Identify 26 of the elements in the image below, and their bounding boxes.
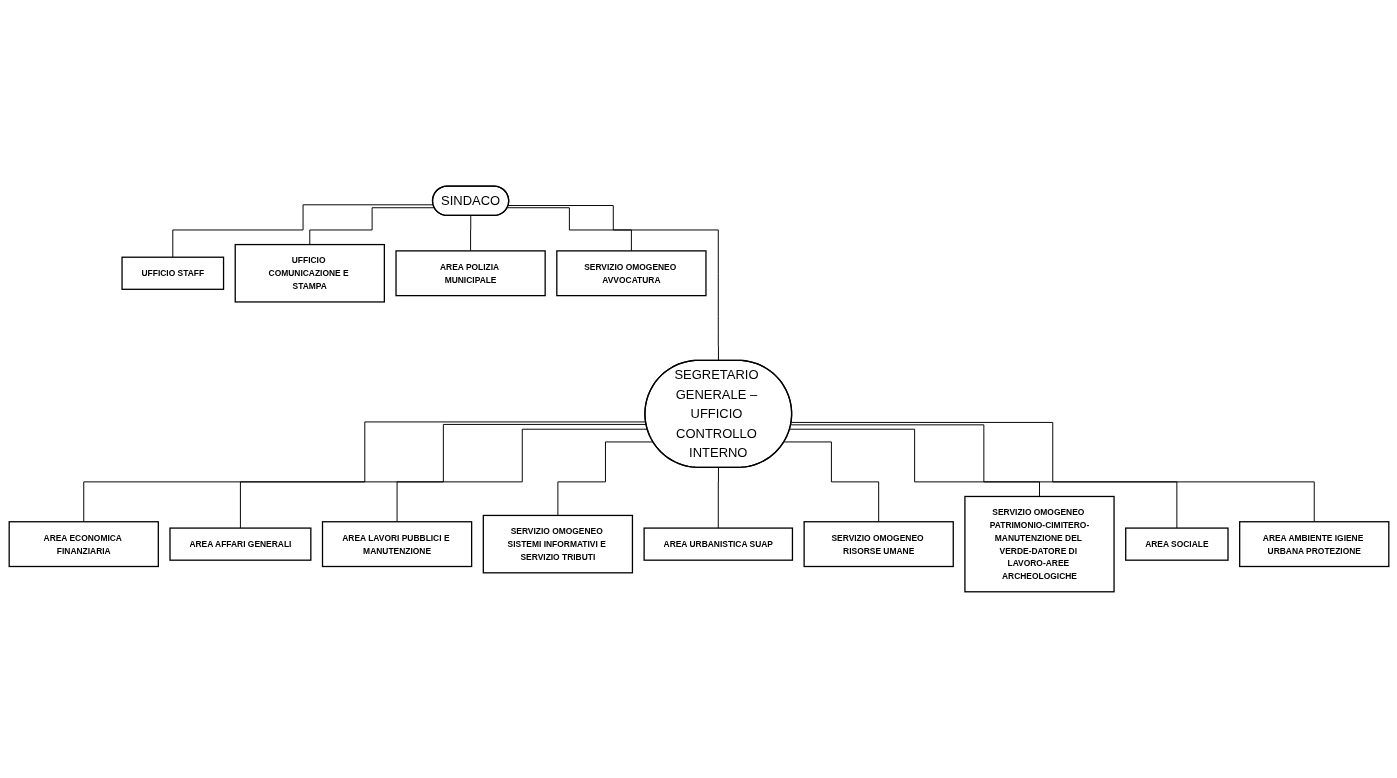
connector: [507, 205, 719, 362]
node-box: AREA POLIZIA MUNICIPALE: [394, 250, 546, 297]
connector: [783, 441, 879, 523]
node-box: SERVIZIO OMOGENEO RISORSE UMANE: [802, 521, 954, 568]
connector: [396, 428, 648, 523]
connector: [239, 423, 647, 529]
connector: [82, 421, 646, 523]
connector: [469, 215, 471, 252]
node-box: SERVIZIO OMOGENEO AVVOCATURA: [555, 250, 707, 297]
connector: [789, 424, 1177, 529]
node-box: AREA SOCIALE: [1124, 527, 1229, 561]
node-box: AREA AFFARI GENERALI: [168, 527, 311, 561]
connector: [308, 207, 435, 246]
node-box: AREA URBANISTICA SUAP: [642, 527, 793, 561]
connector: [717, 467, 719, 529]
node-box: AREA AMBIENTE IGIENE URBANA PROTEZIONE: [1238, 521, 1389, 568]
connector: [790, 421, 1315, 523]
node-box: UFFICIO STAFF: [120, 256, 224, 290]
node-box: AREA LAVORI PUBBLICI E MANUTENZIONE: [321, 521, 472, 568]
connector: [788, 428, 1040, 497]
connector: [506, 207, 632, 252]
connector: [171, 204, 434, 258]
node-box: SERVIZIO OMOGENEO PATRIMONIO-CIMITERO-MANUTENZIONE DEL VERDE-DATORE DI LAVORO-AREE ARCHEOLOGICHE: [963, 495, 1115, 593]
node-box: SERVIZIO OMOGENEO SISTEMI INFORMATIVI E SERVIZIO TRIBUTI: [482, 514, 633, 574]
node-box: UFFICIO COMUNICAZIONE E STAMPA: [234, 243, 385, 303]
node-box: AREA ECONOMICA FINANZIARIA: [8, 521, 159, 568]
